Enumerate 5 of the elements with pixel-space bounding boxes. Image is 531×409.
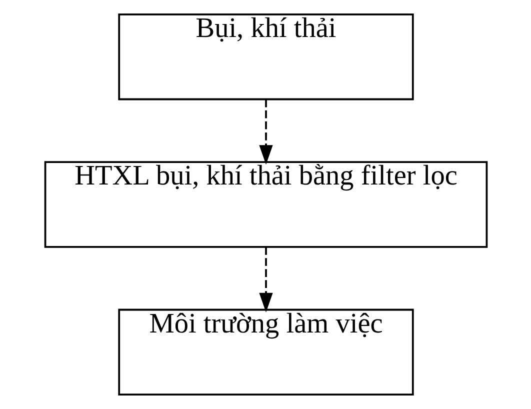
arrow: [258, 99, 272, 165]
node-box: Bụi, khí thải: [118, 13, 414, 100]
node-box: Môi trường làm việc: [118, 308, 414, 396]
node-box: HTXL bụi, khí thải bằng filter lọc: [44, 161, 488, 248]
arrow: [258, 247, 272, 312]
